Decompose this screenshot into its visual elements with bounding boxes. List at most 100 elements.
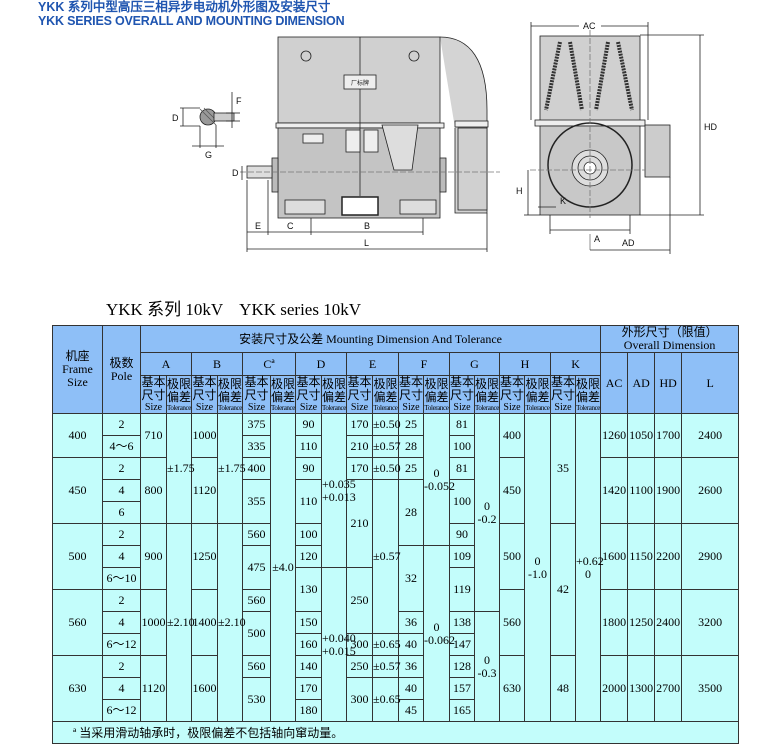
cell-e-tol: ±0.57 [372,435,401,458]
cell-h-size: 400 [499,413,525,458]
cell-pole: 4 [102,611,141,634]
cell-g-size: 128 [449,655,475,678]
cell-f-size: 32 [398,545,424,612]
cell-e-tol: ±0.50 [372,457,401,480]
cell-frame: 630 [52,655,103,722]
cell-c-size: 375 [242,413,271,436]
cell-g-tol: 0 -0.2 [474,413,500,612]
cell-h-size: 450 [499,457,525,524]
cell-g-size: 81 [449,413,475,436]
size-label-en: Size [554,402,572,413]
tol-label-cn: 极限 偏差 [218,376,243,404]
overall-col-header: AD [627,352,656,414]
cell-e-size: 250 [346,567,373,634]
cell-g-size: 100 [449,435,475,458]
cell-c-size: 560 [242,655,271,678]
size-label-en: Size [503,402,521,413]
cell-f-size: 40 [398,633,424,656]
dim-label-c: C [287,221,294,231]
table-row: 6 [53,501,739,524]
cell-g-size: 119 [449,567,475,612]
cell-k-size: 35 [550,413,576,524]
tol-label-cn: 极限 偏差 [322,376,347,404]
dim-label-a: A [594,234,600,244]
cell-pole: 4 [102,677,141,700]
cell-ac: 1600 [600,523,629,590]
drawing-title-en: YKK SERIES OVERALL AND MOUNTING DIMENSIO… [38,14,345,28]
dim-label-h: H [516,186,523,196]
cell-h-size: 560 [499,589,525,656]
tol-label-cn: 极限 偏差 [576,376,601,404]
cell-b-size: 1000 [191,413,218,458]
dim-label-f: F [236,96,242,106]
cell-pole: 6～12 [102,699,141,722]
shaft-section-view [180,92,240,148]
dimension-group-header: G [449,352,500,376]
cell-l: 2400 [681,413,740,458]
cell-e-tol: ±0.57 [372,479,401,634]
cell-ac: 1420 [600,457,629,524]
cell-pole: 2 [102,523,141,546]
size-label-en: Size [350,402,369,413]
cell-ad: 1300 [627,655,656,722]
size-label-cn: 基本 尺寸 [244,375,269,402]
cell-l: 2900 [681,523,740,590]
drawing-title-cn: YKK 系列中型高压三相异步电动机外形图及安装尺寸 [38,0,331,14]
tol-label-en: Tolerance [576,403,600,412]
cell-f-size: 45 [398,699,424,722]
cell-k-size: 48 [550,655,576,722]
tol-label-en: Tolerance [218,403,242,412]
dimension-group-header: B [191,352,243,376]
cell-frame: 400 [52,413,103,458]
tol-label-cn: 极限 偏差 [167,376,192,404]
cell-f-size: 28 [398,479,424,546]
cell-b-size: 1400 [191,589,218,656]
cell-e-tol: ±0.50 [372,413,401,436]
cell-e-tol: ±0.65 [372,677,401,722]
size-label-en: Size [453,402,471,413]
cell-d-size: 90 [295,457,322,480]
cell-c-tol: ±4.0 [270,413,296,722]
cell-g-size: 138 [449,611,475,634]
size-label-cn: 基本 尺寸 [450,375,475,402]
tol-label-en: Tolerance [271,403,295,412]
cell-a-size: 1000 [140,589,167,656]
motor-end-view [524,22,704,254]
footnote-row: ª 当采用滑动轴承时，极限偏差不包括轴向窜动量。 [51,721,740,744]
tol-label-cn: 极限 偏差 [525,376,550,404]
dimension-group-header: A [140,352,192,376]
cell-ac: 1800 [600,589,629,656]
cell-d-size: 110 [295,435,322,458]
size-label-cn: 基本 尺寸 [500,375,525,402]
cell-g-size: 147 [449,633,475,656]
cell-a-size: 900 [140,523,167,590]
dimension-group-header: H [499,352,551,376]
cell-d-size: 160 [295,633,322,656]
cell-l: 3200 [681,589,740,656]
cell-d-size: 170 [295,677,322,700]
cell-hd: 2700 [654,655,683,722]
cell-e-tol: ±0.65 [372,633,401,656]
dim-label-b: B [364,221,370,231]
cell-pole: 4～6 [102,435,141,458]
dim-label-d: D [232,168,239,178]
cell-ad: 1100 [627,457,656,524]
cell-ac: 1260 [600,413,629,458]
cell-f-tol: 0 -0.052 [423,413,455,546]
